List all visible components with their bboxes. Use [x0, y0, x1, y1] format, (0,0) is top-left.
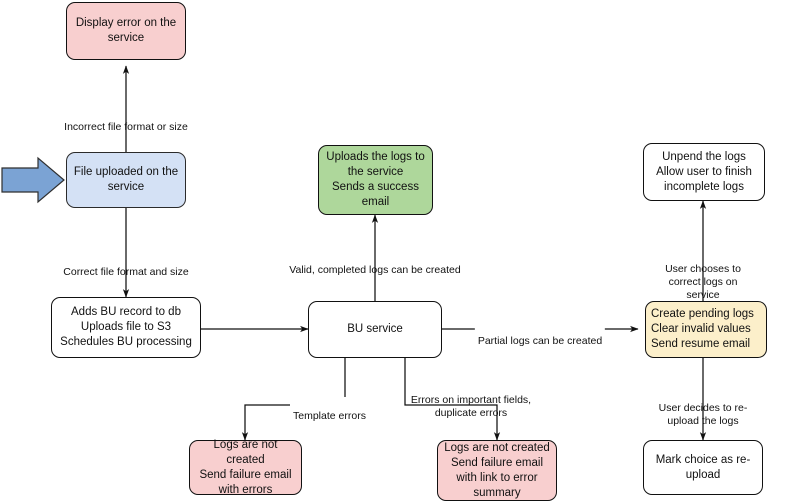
edge-label-partial-logs-text: Partial logs can be created: [477, 335, 603, 347]
edge-label-partial-logs: Partial logs can be created: [474, 322, 606, 348]
edge-label-template-errors-text: Template errors: [293, 410, 366, 422]
edge-label-template-errors: Template errors: [290, 397, 369, 423]
node-adds-bu-record[interactable]: Adds BU record to db Uploads file to S3 …: [51, 297, 201, 358]
node-mark-reupload[interactable]: Mark choice as re- upload: [643, 440, 763, 495]
edge-label-valid-logs-text: Valid, completed logs can be created: [289, 264, 461, 276]
node-display-error[interactable]: Display error on the service: [66, 2, 186, 60]
node-uploads-logs-label: Uploads the logs to the service Sends a …: [326, 151, 425, 208]
edge-label-reupload-text: User decides to re-upload the logs: [658, 402, 748, 427]
edge-label-correct-format-text: Correct file format and size: [63, 266, 189, 278]
node-bu-service[interactable]: BU service: [308, 301, 442, 358]
node-display-error-label: Display error on the service: [75, 17, 177, 44]
node-create-pending-logs-label: Create pending logs Clear invalid values…: [651, 308, 754, 350]
node-file-uploaded[interactable]: File uploaded on the service: [66, 152, 186, 208]
node-bu-service-label: BU service: [347, 323, 403, 335]
node-logs-not-created-fields-label: Logs are not created Send failure email …: [444, 441, 550, 499]
edge-label-correct-on-service-text: User chooses to correct logs on service: [665, 263, 741, 301]
node-unpend-logs-label: Unpend the logs Allow user to finish inc…: [656, 150, 752, 193]
edge-label-correct-on-service: User chooses to correct logs on service: [654, 250, 752, 302]
edge-label-field-errors-text: Errors on important fields, duplicate er…: [410, 394, 532, 419]
node-logs-not-created-template[interactable]: Logs are not created Send failure email …: [189, 438, 302, 496]
edge-label-field-errors: Errors on important fields, duplicate er…: [411, 381, 531, 420]
node-mark-reupload-label: Mark choice as re- upload: [655, 453, 751, 481]
node-create-pending-logs[interactable]: Create pending logs Clear invalid values…: [645, 301, 767, 358]
node-file-uploaded-label: File uploaded on the service: [73, 166, 179, 193]
edge-label-correct-format: Correct file format and size: [63, 253, 188, 279]
edge-label-valid-logs: Valid, completed logs can be created: [289, 251, 460, 277]
entry-arrow-icon: [1, 156, 65, 204]
edge-label-incorrect-format: Incorrect file format or size: [64, 108, 188, 134]
node-logs-not-created-template-label: Logs are not created Send failure email …: [199, 438, 292, 496]
node-uploads-logs[interactable]: Uploads the logs to the service Sends a …: [318, 145, 433, 215]
edge-label-reupload: User decides to re-upload the logs: [654, 389, 752, 428]
node-logs-not-created-fields[interactable]: Logs are not created Send failure email …: [437, 440, 557, 501]
edge-field-errors: [404, 358, 501, 441]
node-adds-bu-record-label: Adds BU record to db Uploads file to S3 …: [60, 306, 192, 348]
edge-label-incorrect-format-text: Incorrect file format or size: [64, 121, 188, 133]
node-unpend-logs[interactable]: Unpend the logs Allow user to finish inc…: [643, 143, 765, 201]
